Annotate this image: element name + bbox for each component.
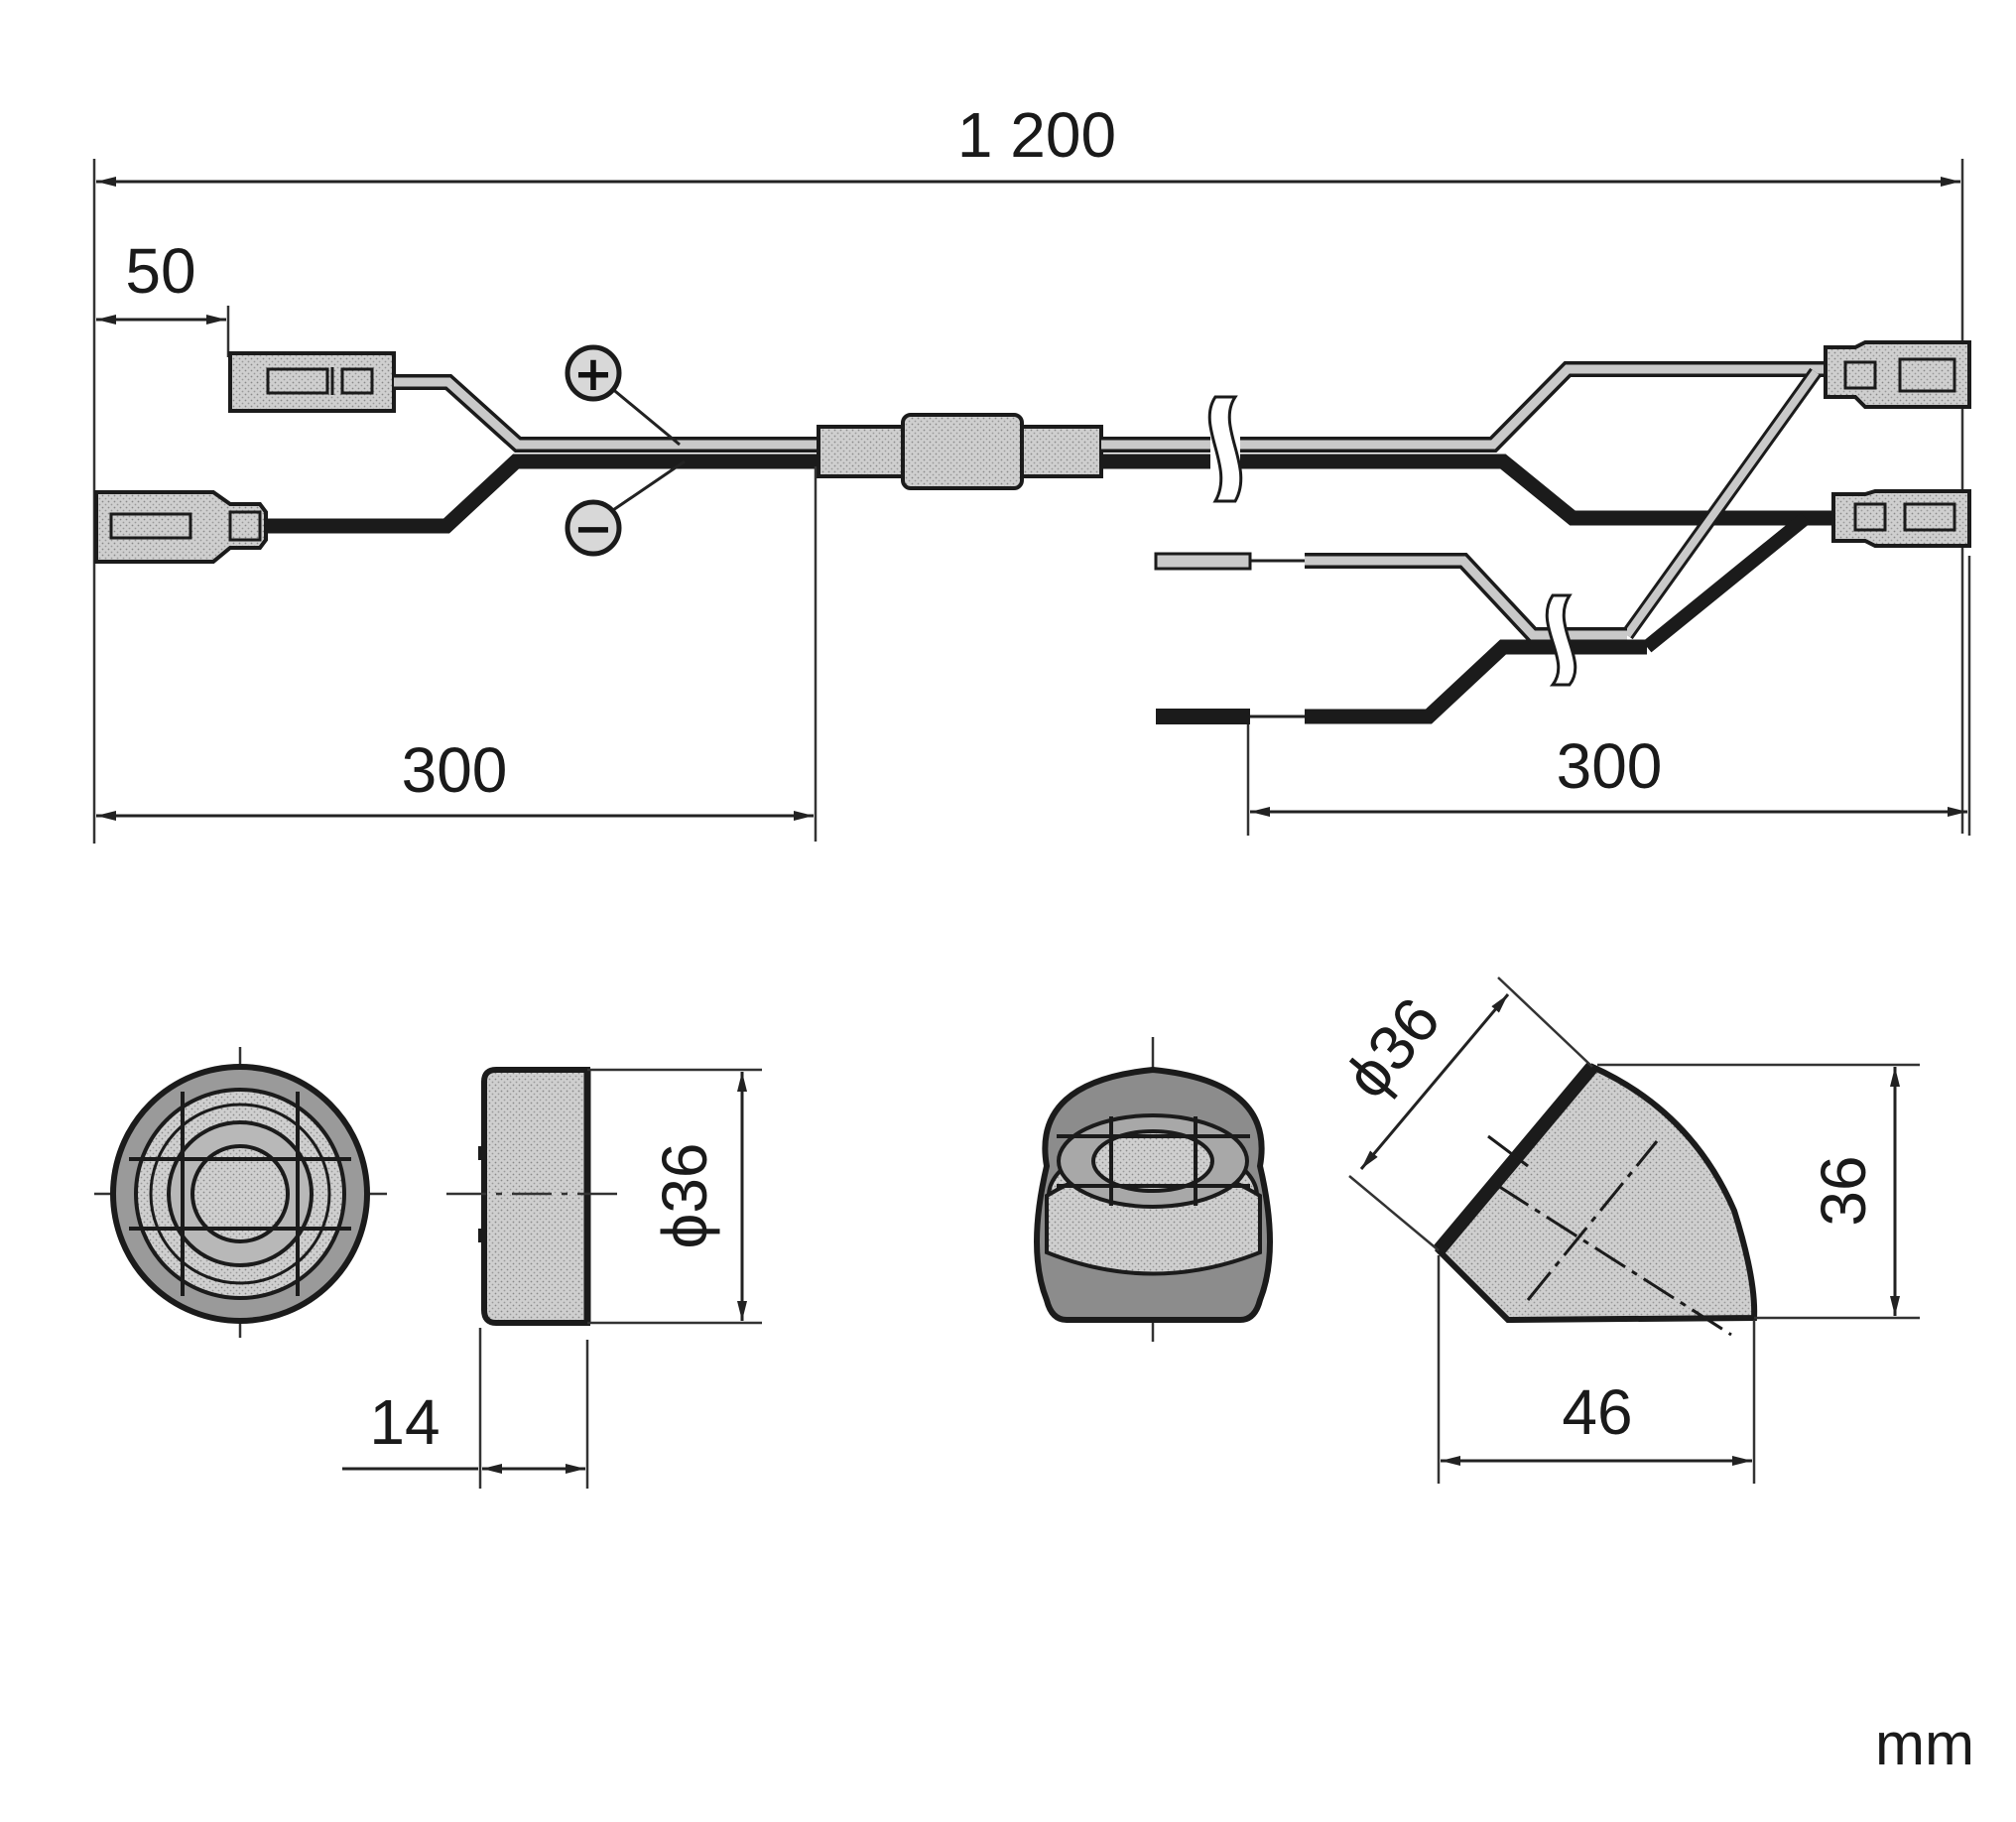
- wire-break-mark: [1207, 395, 1243, 503]
- left-branch-label: 300: [402, 734, 508, 806]
- unit-label: mm: [1875, 1711, 1974, 1777]
- wiring-harness: + −: [94, 340, 1971, 724]
- overall-length-dimension: 1 200: [92, 99, 1964, 844]
- negative-spade-connector: [94, 490, 268, 564]
- connector-offset-label: 50: [125, 235, 195, 307]
- angled-depth-label: 46: [1562, 1376, 1632, 1448]
- bare-wire-end-positive: [1154, 552, 1252, 571]
- negative-symbol: −: [573, 501, 613, 557]
- positive-polarity-marker: +: [565, 344, 681, 447]
- angled-diameter-label: ϕ36: [1330, 984, 1453, 1111]
- tweeter-front-view: [94, 1047, 387, 1338]
- angled-mount-side-view: ϕ36 36 46: [1330, 976, 1920, 1484]
- front-diameter-label: ϕ36: [649, 1142, 720, 1248]
- depth-label: 14: [369, 1386, 440, 1458]
- overall-length-label: 1 200: [957, 99, 1116, 171]
- right-positive-connector: [1824, 340, 1971, 409]
- angled-height-label: 36: [1808, 1155, 1879, 1226]
- inline-crossover-module: [817, 413, 1103, 490]
- negative-polarity-marker: −: [565, 459, 686, 557]
- right-branch-dimension: 300: [1246, 556, 1971, 836]
- positive-spade-connector: [228, 351, 396, 413]
- left-branch-dimension: 300: [96, 466, 818, 842]
- positive-symbol: +: [573, 346, 613, 402]
- bare-wire-end-negative: [1156, 709, 1250, 724]
- angled-mount-front-view: [1034, 1037, 1273, 1342]
- tweeter-side-view: ϕ36 14: [342, 1067, 762, 1489]
- connector-offset-dimension: 50: [96, 235, 230, 357]
- lower-wire-break-mark: [1545, 593, 1577, 687]
- right-branch-label: 300: [1557, 730, 1663, 802]
